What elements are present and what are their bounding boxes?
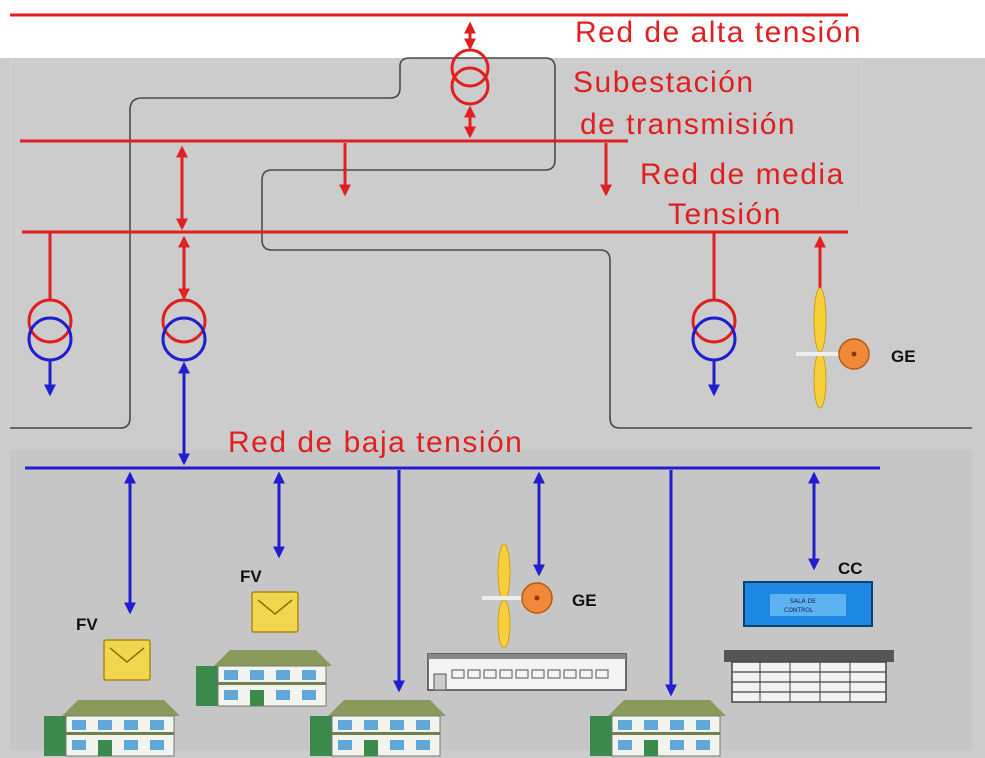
substation-label-line1: Subestación (573, 66, 755, 99)
pv-mid-label: FV (240, 567, 262, 586)
svg-text:CONTROL: CONTROL (784, 607, 814, 614)
office-building-icon (724, 650, 894, 703)
low-voltage-grid-label: Red de baja tensión (228, 426, 523, 459)
svg-text:SALA DE: SALA DE (790, 598, 816, 605)
wind-turbine-icon (796, 287, 840, 409)
substation-label-line2: de transmisión (580, 108, 796, 141)
control-center-label: CC (838, 559, 863, 578)
pv-left-label: FV (76, 615, 98, 634)
generator-lv-label: GE (572, 591, 597, 610)
control-center-screen: SALA DE CONTROL (743, 581, 873, 627)
high-voltage-grid-label: Red de alta tensión (575, 16, 862, 49)
factory-icon (427, 653, 627, 691)
substation-transformer-icon (450, 48, 490, 106)
medium-voltage-label-line1: Red de media (640, 158, 845, 191)
wind-turbine-icon (482, 543, 526, 649)
zone-outline (10, 57, 972, 429)
generator-mv-label: GE (891, 347, 916, 366)
solar-panel-icon (103, 639, 151, 681)
medium-voltage-label-line2: Tensión (668, 198, 782, 231)
solar-panel-icon (251, 591, 299, 633)
